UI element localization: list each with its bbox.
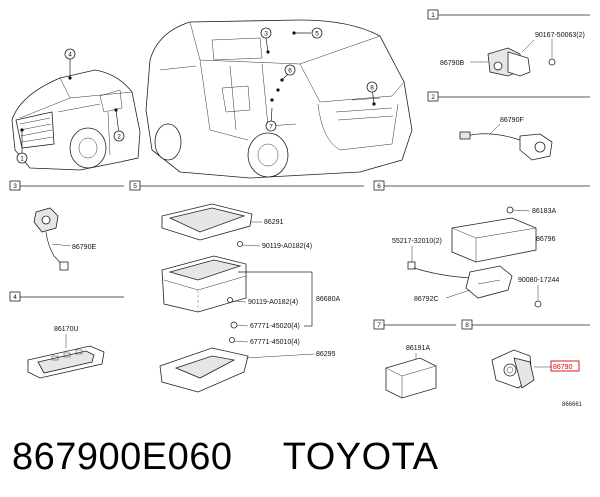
ecu-86796-shape <box>451 217 537 263</box>
section-6: 6 86183A 86796 55217-32010(2) 90080-1724… <box>373 180 590 308</box>
section-5-marker <box>129 180 141 191</box>
part-55217-32010: 55217-32010(2) <box>392 238 442 245</box>
section-5: 5 86291 90119-A0182(4) 86680A 90119-A018… <box>129 180 364 393</box>
part-caption: 867900E060 TOYOTA <box>12 436 438 479</box>
part-86792C: 86792C <box>414 296 439 303</box>
svg-text:4: 4 <box>13 294 17 301</box>
diagram-ref-code: 866661 <box>562 402 583 408</box>
bracket-86291-shape <box>161 203 253 241</box>
part-86680A: 86680A <box>316 296 340 303</box>
part-86796: 86796 <box>536 236 556 243</box>
section-4-marker <box>9 291 21 302</box>
svg-text:5: 5 <box>133 183 137 190</box>
section-3-marker <box>9 180 21 191</box>
section-8: 8 86790 <box>461 319 590 389</box>
car-leader-lines <box>20 31 376 156</box>
module-86191A-shape <box>385 357 437 399</box>
part-86790E: 86790E <box>72 244 96 251</box>
car-callout-6: 6 <box>284 64 296 76</box>
camera-86790B-shape <box>487 47 531 77</box>
svg-text:1: 1 <box>431 12 435 19</box>
section-1-marker <box>427 9 439 20</box>
camera-86790-shape <box>491 349 535 389</box>
part-86170U: 86170U <box>54 326 79 333</box>
car-callout-3: 3 <box>260 27 272 39</box>
part-86291: 86291 <box>264 219 284 226</box>
part-67771-45020: 67771-45020(4) <box>250 323 300 330</box>
part-86295: 86295 <box>316 351 336 358</box>
section-7-marker <box>373 319 385 330</box>
svg-text:5: 5 <box>315 31 319 38</box>
section-2: 2 86790F <box>427 91 590 161</box>
monitor-86680A-shape <box>161 255 247 313</box>
svg-text:3: 3 <box>264 31 268 38</box>
section-3: 3 86790E <box>9 180 124 271</box>
car-callout-1: 1 <box>16 152 28 164</box>
part-67771-45010: 67771-45010(4) <box>250 339 300 346</box>
section-6-marker <box>373 180 385 191</box>
svg-text:2: 2 <box>117 134 121 141</box>
car-callout-2: 2 <box>113 130 125 142</box>
section-7: 7 86191A <box>373 319 456 399</box>
camera-86790F-shape <box>459 131 553 161</box>
svg-text:8: 8 <box>465 322 469 329</box>
svg-text:7: 7 <box>377 322 381 329</box>
car-callout-4: 4 <box>64 48 76 60</box>
part-90119-A0182-upper: 90119-A0182(4) <box>262 243 312 250</box>
highlight-box <box>550 360 580 372</box>
svg-text:3: 3 <box>13 183 17 190</box>
caption-brand: TOYOTA <box>282 436 439 478</box>
svg-text:7: 7 <box>269 124 273 131</box>
svg-text:6: 6 <box>288 68 292 75</box>
part-86790-highlighted: 86790 <box>553 364 573 371</box>
car-callout-8: 8 <box>366 81 378 93</box>
car-callout-5: 5 <box>311 27 323 39</box>
part-86790F: 86790F <box>500 117 524 124</box>
front-car-illustration <box>11 69 141 171</box>
part-90167-50063: 90167-50063(2) <box>535 32 585 39</box>
part-90119-A0182-lower: 90119-A0182(4) <box>248 299 298 306</box>
svg-text:6: 6 <box>377 183 381 190</box>
svg-text:8: 8 <box>370 85 374 92</box>
car-callout-7: 7 <box>265 120 277 132</box>
cover-86295-shape <box>159 347 249 393</box>
caption-part-number: 867900E060 <box>12 436 233 478</box>
bracket-86792C-shape <box>413 265 513 299</box>
part-86191A: 86191A <box>406 345 430 352</box>
section-8-marker <box>461 319 473 330</box>
main-car-illustration <box>145 19 413 179</box>
svg-text:4: 4 <box>68 52 72 59</box>
remote-86170U-shape <box>27 345 105 379</box>
part-86183A: 86183A <box>532 208 556 215</box>
svg-text:1: 1 <box>20 156 24 163</box>
section-4: 4 86170U <box>9 291 124 379</box>
svg-text:2: 2 <box>431 94 435 101</box>
part-86790B: 86790B <box>440 60 464 67</box>
section-1: 1 90167-50063(2) 86790B <box>427 9 590 77</box>
camera-86790E-shape <box>33 207 69 271</box>
part-90080-17244: 90080-17244 <box>518 277 559 284</box>
section-2-marker <box>427 91 439 102</box>
